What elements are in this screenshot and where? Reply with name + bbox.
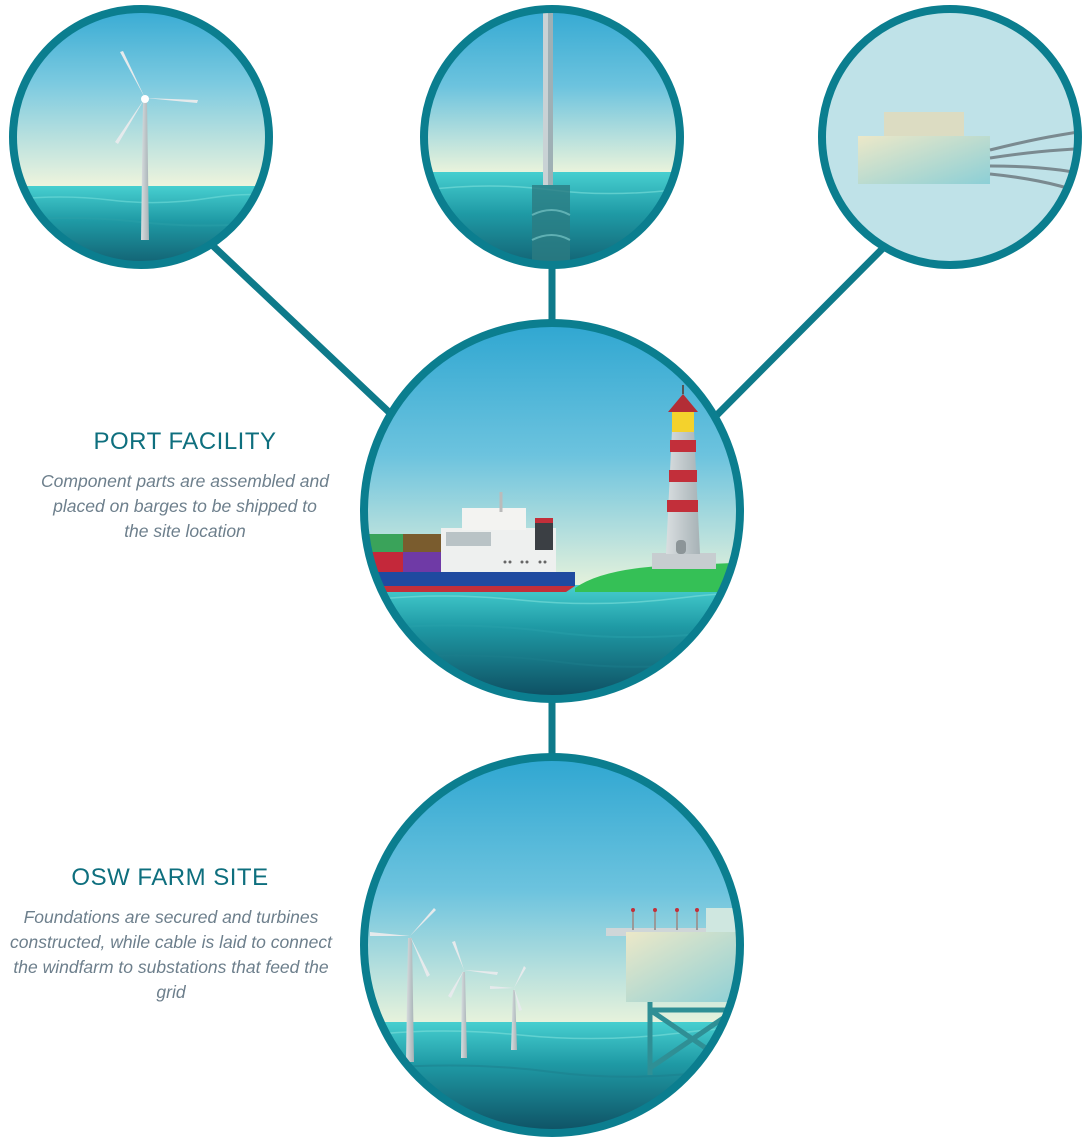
monopile-foundation-icon: [420, 5, 684, 269]
monopile-ring: [420, 5, 684, 269]
osw-farm-site-description: Foundations are secured and turbines con…: [10, 907, 332, 1002]
offshore-windfarm-icon: [360, 753, 744, 1137]
port-facility-title: PORT FACILITY: [93, 428, 277, 455]
port-ring: [360, 319, 744, 703]
wind-turbine-icon: [9, 5, 273, 269]
turbine-ring: [9, 5, 273, 269]
port-facility-description: Component parts are assembled and placed…: [41, 471, 329, 541]
port-lighthouse-ship-icon: [360, 319, 744, 703]
connector-lines: [188, 222, 909, 764]
connector-substation-port: [696, 222, 909, 436]
substation-ring: [818, 5, 1082, 269]
farm-ring: [360, 753, 744, 1137]
connector-turbine-port: [188, 222, 414, 436]
osw-farm-site-title: OSW FARM SITE: [71, 864, 269, 891]
cable-substation-icon: [818, 5, 1082, 269]
